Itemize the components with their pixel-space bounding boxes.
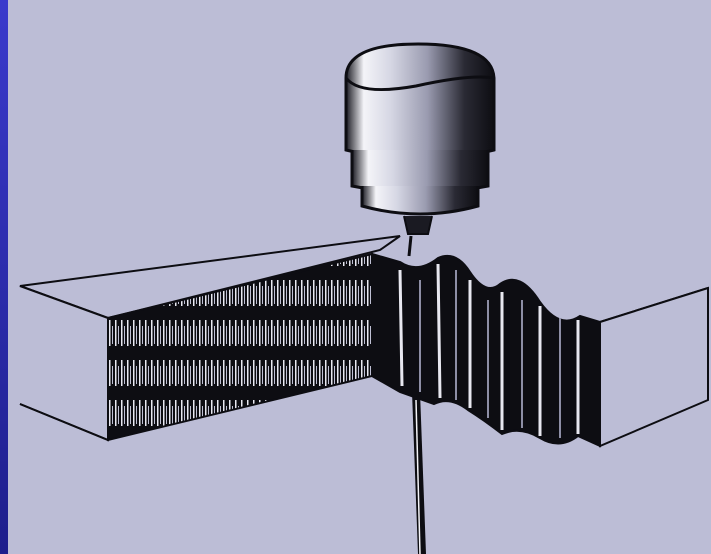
illustration-panel	[8, 0, 711, 554]
cutting-illustration	[8, 0, 711, 554]
workpiece	[20, 236, 708, 446]
cutting-head	[346, 44, 494, 234]
frame-left-border	[0, 0, 8, 554]
